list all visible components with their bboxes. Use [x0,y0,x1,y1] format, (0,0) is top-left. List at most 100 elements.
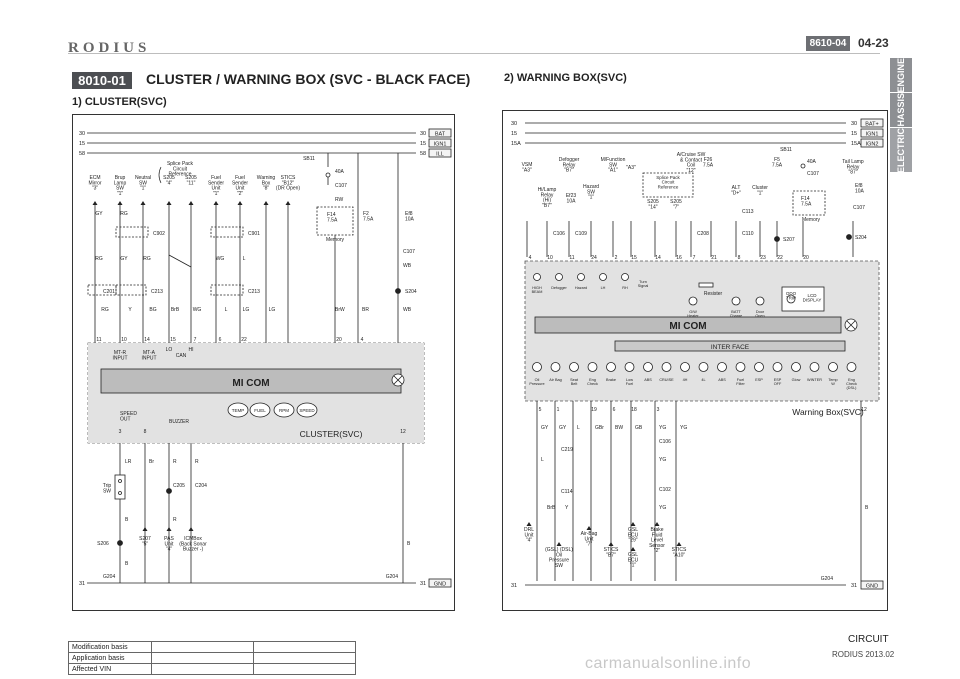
pin-number: 20 [336,337,342,343]
input-arrow-icon [213,201,219,205]
wire-color-label: BrW [335,307,345,313]
pin-number: 11 [96,337,101,343]
side-tab-electric[interactable]: ELECTRIC [890,128,912,173]
rail-tag-gnd-label: GND [434,582,446,588]
connector-block [115,226,149,238]
wire-color-label: WB [403,307,412,313]
connector-label: C107 [403,249,415,255]
output-arrow-icon [630,522,636,526]
warning-lamp-icon [661,362,672,372]
wire-color-label: BW [615,425,623,431]
wire-color-label: LG [243,307,250,313]
input-arrow-icon [285,201,291,205]
output-arrow-icon [676,542,682,546]
rail-label-left: 30 [79,131,85,137]
rail-tag-ign1 [428,138,452,148]
warning-lamp-label: ESP [755,378,763,382]
rail-tag-ign2-label: IGN2 [866,142,879,148]
revision-value [151,663,254,675]
pin-number: 6 [613,407,616,413]
revision-value [151,652,254,664]
fuse-node [800,163,806,169]
rail-tag-ign1-label: IGN1 [434,142,447,148]
splice-node [395,288,401,294]
interface-label: INTER FACE [711,344,750,351]
pin-number: 6 [219,337,222,343]
indicator-label: RH [622,286,628,290]
input-label: S205"4" [163,175,175,186]
warning-lamp-icon [680,362,690,372]
indicator-lamp-icon [688,296,698,306]
splice-bracket [158,166,162,184]
cluster-subtitle: 1) CLUSTER(SVC) [72,96,167,108]
side-tab-chassis[interactable]: CHASSIS [890,93,912,133]
rail-label-right: 15A [851,141,861,147]
wire-color-label: YG [659,505,666,511]
splice-node [166,488,172,494]
output-arrow-icon [166,527,172,531]
warning-lamp-icon [698,362,709,372]
connector-label: C201 [103,289,115,295]
pin-number: 14 [144,337,150,343]
wire-color-label: BR [362,307,369,313]
warning-lamp-icon [772,362,783,372]
connector-label: C106 [659,439,671,445]
indicator-label: Hazard [575,286,587,290]
pin-number: 24 [591,255,597,261]
revision-value [253,663,356,675]
output-arrow-icon [630,547,636,551]
connector-label: C205 [173,483,185,489]
pin-number: 15 [631,255,637,261]
rail-label-right: 58 [420,151,426,157]
connector-label: C113 [742,209,754,215]
revision-label: Affected VIN [68,663,152,675]
warning-lamp-icon [550,362,561,372]
side-tab-label: CHASSIS [896,93,906,134]
pin-number: 10 [121,337,127,343]
indicator-label: LH [601,286,606,290]
connector-label: C213 [151,289,163,295]
connector-label: C204 [195,483,207,489]
pin-number: 3 [657,407,660,413]
rail-tag-gnd-label: GND [866,584,878,590]
indicator-label: Defogger [551,286,567,290]
pin-number: 16 [676,255,682,261]
splice-label: S207 [783,237,795,243]
indicator-lamp-icon [577,273,585,281]
pin-number: 20 [803,255,809,261]
wire-color-label: WB [403,263,412,269]
lamp-icon [393,375,403,385]
connector-label: C208 [697,231,709,237]
rail-label-left: 31 [511,583,517,589]
pin-number: 7 [194,337,197,343]
rail-label-left: 15 [79,141,85,147]
rail-tag-batplus-label: BAT+ [865,122,879,128]
section-title: CLUSTER / WARNING BOX (SVC - BLACK FACE) [146,71,471,87]
revision-table: Modification basis Application basis Aff… [68,641,356,675]
rail-label-right: 15 [851,131,857,137]
pin-number: 21 [711,255,717,261]
ground-label: G204 [821,576,833,582]
wire-color-label: YG [659,457,666,463]
rail-label-right: 30 [420,131,426,137]
warning-lamp-label: 4H [683,378,688,382]
rail-tag-ign1-label: IGN1 [866,132,879,138]
side-tab-engine[interactable]: ENGINE [890,58,912,93]
connector-label: C107 [807,171,819,177]
output-arrow-icon [586,526,592,530]
wire-color-label: YG [680,425,687,431]
